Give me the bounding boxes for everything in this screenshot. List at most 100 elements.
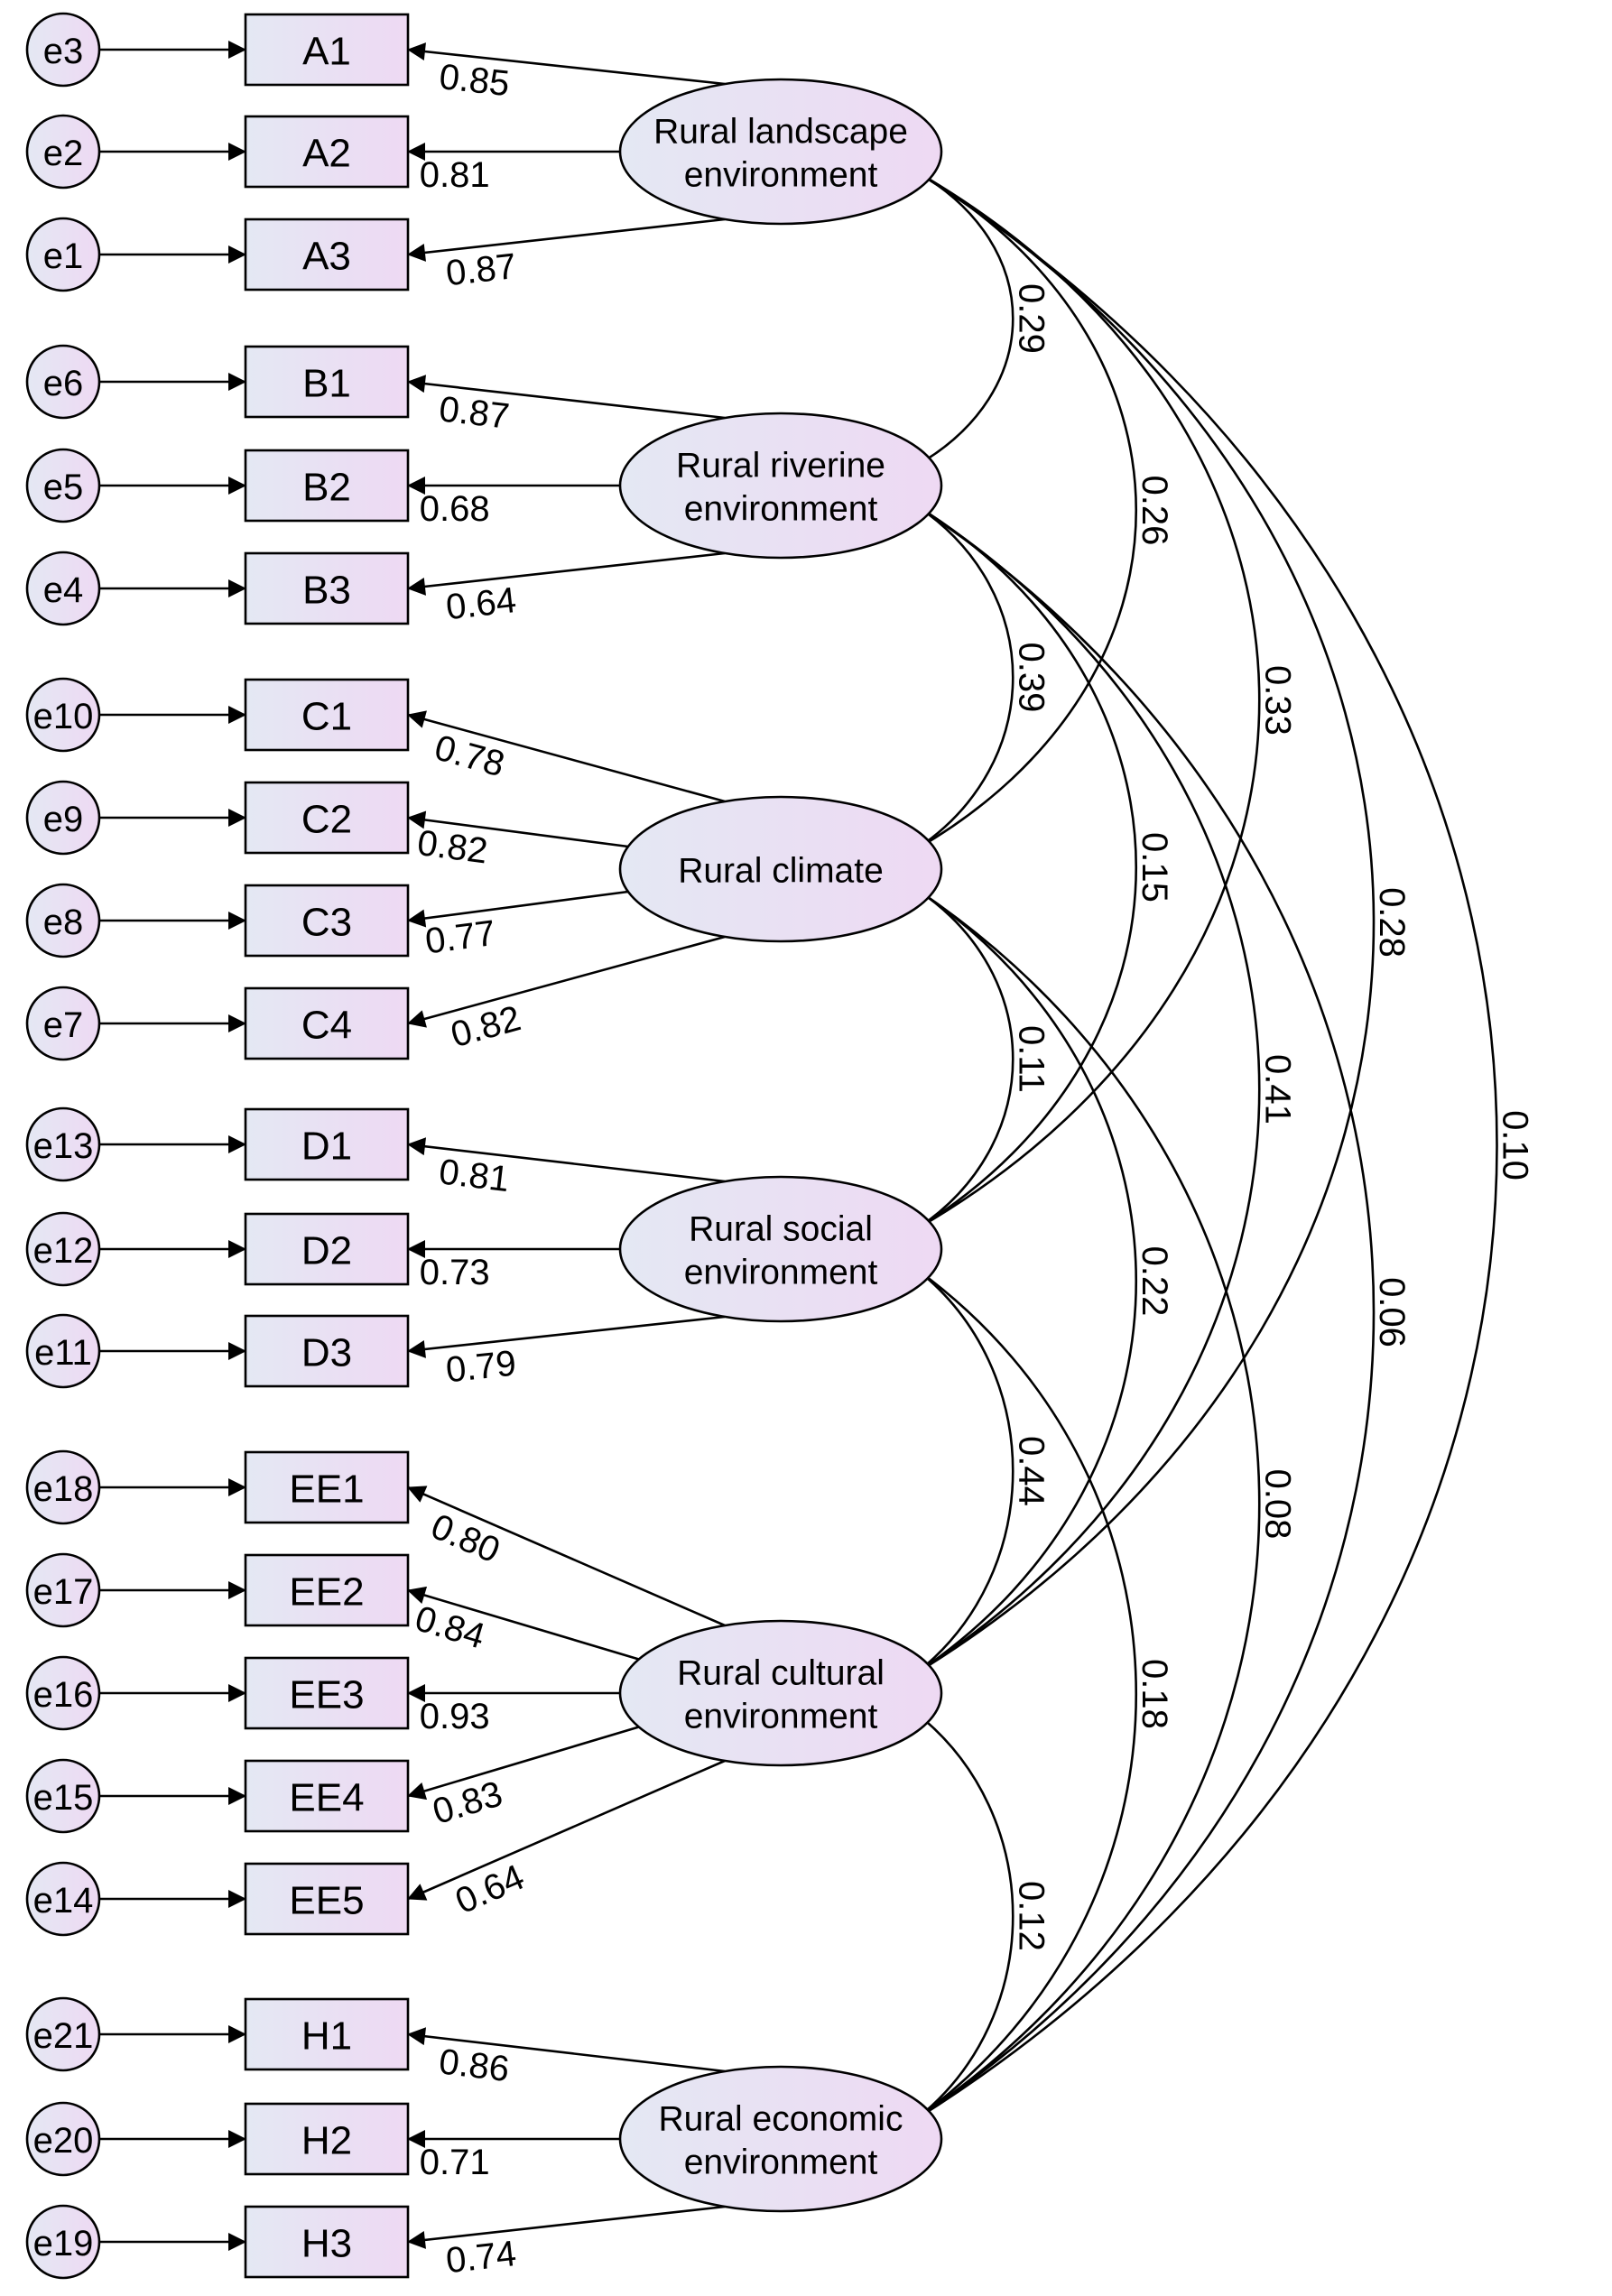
latent-factor-ellipse <box>618 1175 943 1323</box>
error-term-circle <box>25 1449 101 1525</box>
error-term-label: e15 <box>33 1778 94 1818</box>
error-term-label: e3 <box>43 32 84 71</box>
error-term-circle <box>25 1552 101 1628</box>
indicator-box <box>244 551 410 625</box>
error-term-circle <box>25 1758 101 1834</box>
indicator-box <box>244 678 410 752</box>
latent-factor-label: environment <box>684 1698 878 1736</box>
indicator-label: EE4 <box>289 1776 364 1820</box>
error-term-circle <box>25 344 101 420</box>
latent-factor-label: Rural cultural <box>677 1654 885 1693</box>
loading-label: 0.77 <box>423 913 498 962</box>
loading-arrow <box>407 935 726 1028</box>
correlation-arc <box>915 170 1498 2121</box>
loading-arrow <box>407 1726 640 1801</box>
error-term-circle <box>25 1106 101 1182</box>
error-term-label: e12 <box>33 1231 94 1271</box>
indicator-label: EE3 <box>289 1673 364 1717</box>
indicator-box <box>244 345 410 419</box>
correlation-label: 0.11 <box>1011 1025 1051 1093</box>
correlation-label: 0.26 <box>1135 476 1174 546</box>
error-term-circle <box>25 448 101 523</box>
error-term-label: e21 <box>33 2016 94 2056</box>
indicator-box <box>244 781 410 855</box>
correlation-label: 0.18 <box>1135 1659 1174 1729</box>
correlation-arc <box>915 170 1014 468</box>
correlation-arc <box>915 1711 1014 2121</box>
error-term-circle <box>25 1211 101 1287</box>
indicator-box <box>244 884 410 958</box>
indicator-label: C3 <box>301 901 352 945</box>
correlation-arc <box>915 1267 1014 1675</box>
loading-label: 0.64 <box>449 1857 530 1921</box>
indicator-label: C2 <box>301 798 352 842</box>
error-term-circle <box>25 1655 101 1731</box>
indicator-box <box>244 13 410 87</box>
loading-label: 0.82 <box>447 998 525 1055</box>
loading-arrow <box>407 1759 726 1901</box>
loading-arrow <box>407 1486 726 1627</box>
correlation-label: 0.29 <box>1011 283 1051 354</box>
latent-factor-label: environment <box>684 1254 878 1292</box>
loading-arrow <box>407 375 726 420</box>
latent-factor-ellipse <box>618 1619 943 1767</box>
error-term-label: e14 <box>33 1881 94 1921</box>
latent-factor-label: Rural climate <box>678 852 884 891</box>
error-term-circle <box>25 677 101 753</box>
error-term-circle <box>25 2101 101 2177</box>
loading-label: 0.84 <box>411 1598 489 1656</box>
loading-label: 0.71 <box>420 2143 490 2182</box>
loading-arrow <box>407 1315 726 1358</box>
latent-factor-label: Rural social <box>689 1210 873 1249</box>
loading-arrow <box>407 2205 726 2249</box>
error-term-label: e2 <box>43 134 84 173</box>
loading-label: 0.74 <box>444 2234 518 2281</box>
correlation-label: 0.22 <box>1135 1246 1174 1317</box>
latent-factor-ellipse <box>618 2065 943 2213</box>
error-term-circle <box>25 114 101 190</box>
correlation-label: 0.41 <box>1257 1054 1297 1125</box>
loading-arrow <box>407 1137 726 1183</box>
indicator-label: C4 <box>301 1004 352 1048</box>
indicator-label: EE2 <box>289 1570 364 1615</box>
indicator-box <box>244 1759 410 1833</box>
correlation-arc <box>915 887 1261 2121</box>
error-term-circle <box>25 986 101 1061</box>
loading-arrow <box>407 42 726 86</box>
loading-label: 0.85 <box>438 57 512 104</box>
correlation-label: 0.10 <box>1496 1110 1535 1180</box>
error-term-label: e6 <box>43 364 84 403</box>
error-term-label: e18 <box>33 1469 94 1509</box>
loading-label: 0.87 <box>444 246 518 293</box>
correlation-arc <box>915 887 1137 1675</box>
loading-arrow <box>407 890 629 928</box>
indicator-box <box>244 1107 410 1181</box>
error-term-circle <box>25 1313 101 1389</box>
indicator-box <box>244 1656 410 1730</box>
loading-label: 0.80 <box>425 1506 505 1570</box>
loading-label: 0.87 <box>437 389 511 437</box>
loading-arrow <box>407 710 726 803</box>
indicator-label: B2 <box>302 466 351 510</box>
indicator-label: H1 <box>301 2014 352 2059</box>
indicator-box <box>244 2102 410 2176</box>
latent-factor-ellipse <box>618 795 943 943</box>
error-term-circle <box>25 883 101 958</box>
correlation-arc <box>915 170 1261 1231</box>
latent-factor-label: Rural riverine <box>676 447 885 486</box>
indicator-label: A3 <box>302 235 351 279</box>
loading-arrow <box>407 218 726 262</box>
error-term-label: e16 <box>33 1675 94 1715</box>
error-term-circle <box>25 217 101 292</box>
loading-label: 0.83 <box>428 1774 506 1832</box>
indicator-label: B3 <box>302 569 351 613</box>
error-term-label: e13 <box>33 1126 94 1166</box>
error-term-circle <box>25 1996 101 2072</box>
correlation-arc <box>915 504 1014 851</box>
loading-arrow <box>407 1586 640 1661</box>
error-term-label: e9 <box>43 800 84 839</box>
latent-factor-ellipse <box>618 412 943 560</box>
error-term-circle <box>25 2204 101 2280</box>
